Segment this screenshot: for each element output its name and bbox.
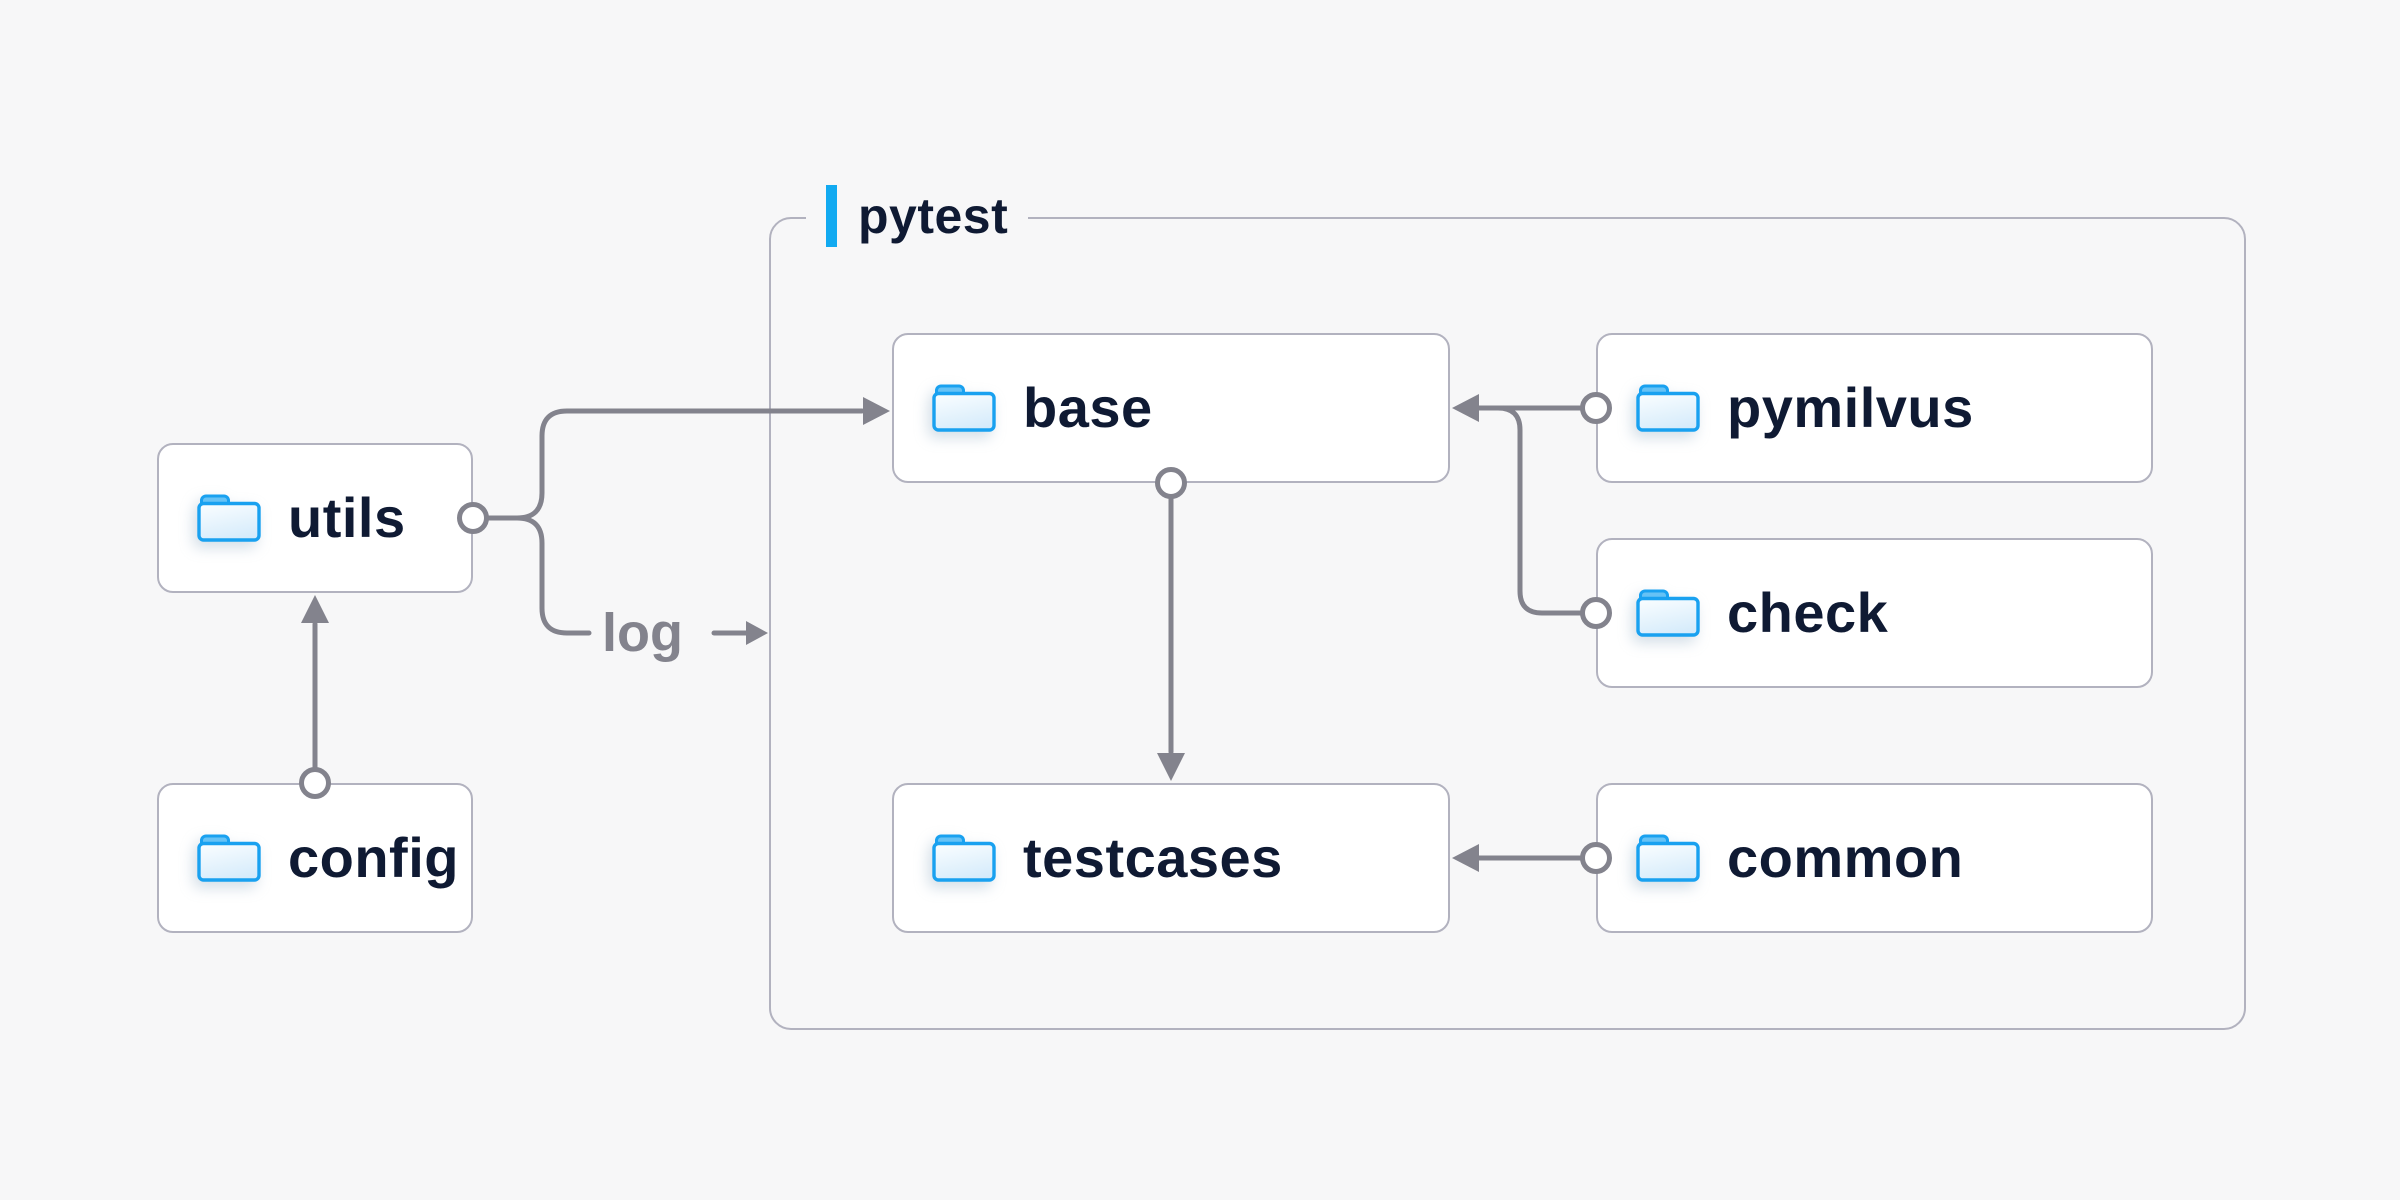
node-utils: utils <box>157 443 473 593</box>
folder-icon <box>1636 384 1700 432</box>
node-pymilvus: pymilvus <box>1596 333 2153 483</box>
node-config-label: config <box>288 826 459 889</box>
node-testcases: testcases <box>892 783 1450 933</box>
node-common: common <box>1596 783 2153 933</box>
node-utils-label: utils <box>288 486 406 549</box>
node-base: base <box>892 333 1450 483</box>
edge-label-log: log <box>602 603 683 663</box>
pytest-group-title: pytest <box>858 188 1009 244</box>
folder-icon <box>197 494 261 542</box>
node-testcases-label: testcases <box>1023 826 1283 889</box>
folder-icon <box>932 834 996 882</box>
folder-icon <box>1636 834 1700 882</box>
pytest-group-container <box>769 217 2246 1030</box>
folder-icon <box>932 384 996 432</box>
pytest-group-label: pytest <box>806 184 1029 248</box>
node-check: check <box>1596 538 2153 688</box>
node-common-label: common <box>1727 826 1964 889</box>
pytest-accent-bar <box>826 185 837 247</box>
folder-icon <box>1636 589 1700 637</box>
folder-icon <box>197 834 261 882</box>
node-check-label: check <box>1727 581 1889 644</box>
node-pymilvus-label: pymilvus <box>1727 376 1974 439</box>
node-config: config <box>157 783 473 933</box>
edge-config-to-utils <box>301 595 329 771</box>
node-base-label: base <box>1023 376 1153 439</box>
